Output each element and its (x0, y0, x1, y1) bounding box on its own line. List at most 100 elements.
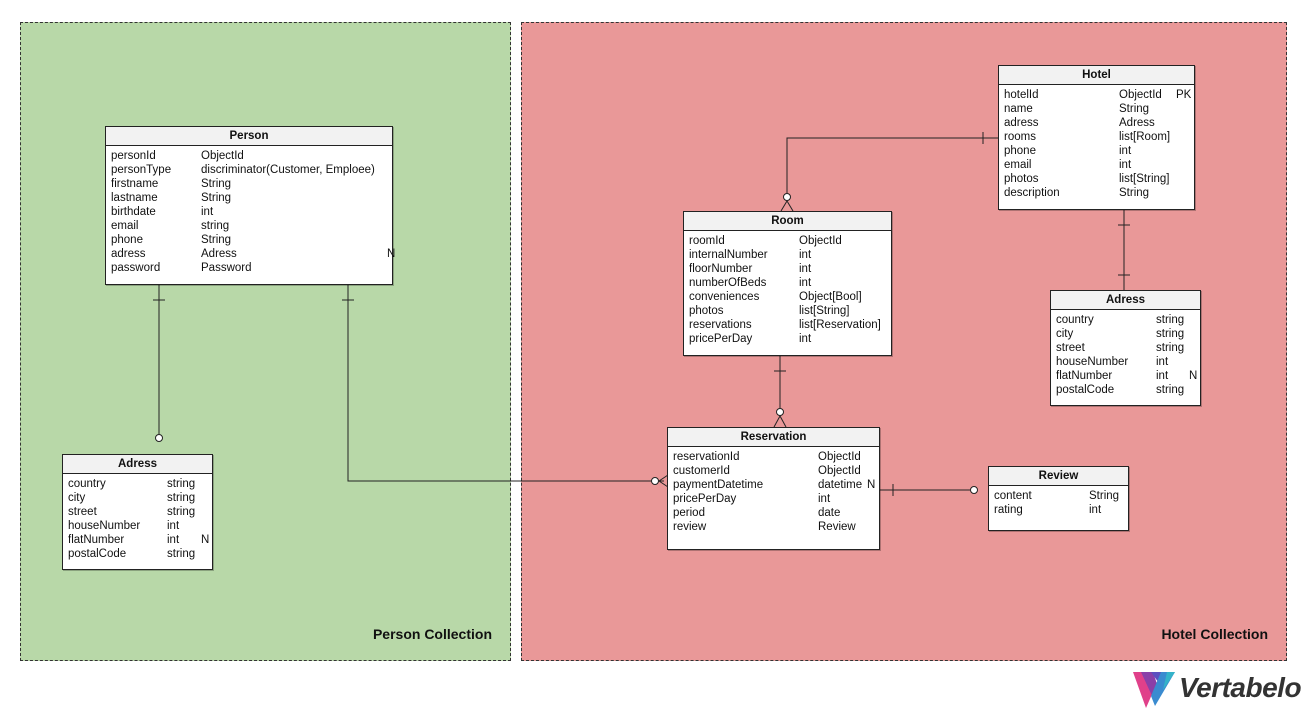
field-name: personType (111, 164, 172, 176)
field-type: Adress (201, 248, 237, 260)
field-type: string (201, 220, 230, 232)
field-type: int (799, 249, 812, 261)
vertabelo-mark-icon (1133, 672, 1175, 708)
field-type: string (167, 506, 196, 518)
field-type: list[Reservation] (799, 319, 881, 331)
field-type: ObjectId (818, 451, 861, 463)
field-type: discriminator(Customer, Emploee) (201, 164, 375, 176)
field-type: string (167, 492, 196, 504)
field-name: adress (1004, 117, 1039, 129)
field-name: numberOfBeds (689, 277, 767, 289)
field-type: String (201, 234, 232, 246)
field-name: conveniences (689, 291, 760, 303)
field-type: String (201, 178, 232, 190)
field-type: ObjectId (201, 150, 244, 162)
field-name: photos (689, 305, 724, 317)
field-name: phone (111, 234, 143, 246)
zero-circle-mark (651, 477, 659, 485)
field-name: street (1056, 342, 1085, 354)
field-row: street string (68, 505, 207, 519)
field-name: internalNumber (689, 249, 768, 261)
crowfoot-mark (779, 415, 787, 428)
field-name: flatNumber (68, 534, 125, 546)
field-flag: N (201, 534, 210, 546)
field-flag: N (1189, 370, 1198, 382)
field-name: rooms (1004, 131, 1036, 143)
field-flag: PK (1176, 89, 1192, 101)
field-name: pricePerDay (673, 493, 737, 505)
field-name: postalCode (1056, 384, 1115, 396)
field-row: customerId ObjectId (673, 464, 874, 478)
field-row: rating int (994, 503, 1123, 517)
field-type: int (1089, 504, 1102, 516)
field-type: string (1156, 314, 1185, 326)
field-name: city (68, 492, 86, 504)
field-type: String (1119, 103, 1150, 115)
field-type: int (167, 534, 180, 546)
field-name: street (68, 506, 97, 518)
field-row: houseNumber int (68, 519, 207, 533)
field-type: int (1156, 356, 1169, 368)
table-title: Adress (63, 455, 212, 474)
field-row: street string (1056, 341, 1195, 355)
field-type: list[String] (1119, 173, 1170, 185)
field-row: birthdate int (111, 205, 387, 219)
field-type: int (799, 263, 812, 275)
field-name: flatNumber (1056, 370, 1113, 382)
field-name: birthdate (111, 206, 156, 218)
field-type: ObjectId (818, 465, 861, 477)
field-name: country (1056, 314, 1094, 326)
field-name: postalCode (68, 548, 127, 560)
field-name: city (1056, 328, 1074, 340)
field-row: phone String (111, 233, 387, 247)
field-name: email (1004, 159, 1032, 171)
field-type: int (799, 333, 812, 345)
field-type: String (201, 192, 232, 204)
field-type: int (799, 277, 812, 289)
field-name: houseNumber (68, 520, 141, 532)
table-title: Hotel (999, 66, 1194, 85)
crowfoot-mark (786, 200, 794, 212)
crowfoot-mark (658, 480, 669, 488)
field-name: photos (1004, 173, 1039, 185)
field-type: int (201, 206, 214, 218)
table-title: Person (106, 127, 392, 146)
field-name: rating (994, 504, 1023, 516)
table-title: Adress (1051, 291, 1200, 310)
field-name: password (111, 262, 161, 274)
field-name: customerId (673, 465, 730, 477)
field-row: photos list[String] (1004, 172, 1189, 186)
field-type: int (167, 520, 180, 532)
zero-circle-mark (783, 193, 791, 201)
field-type: string (1156, 342, 1185, 354)
